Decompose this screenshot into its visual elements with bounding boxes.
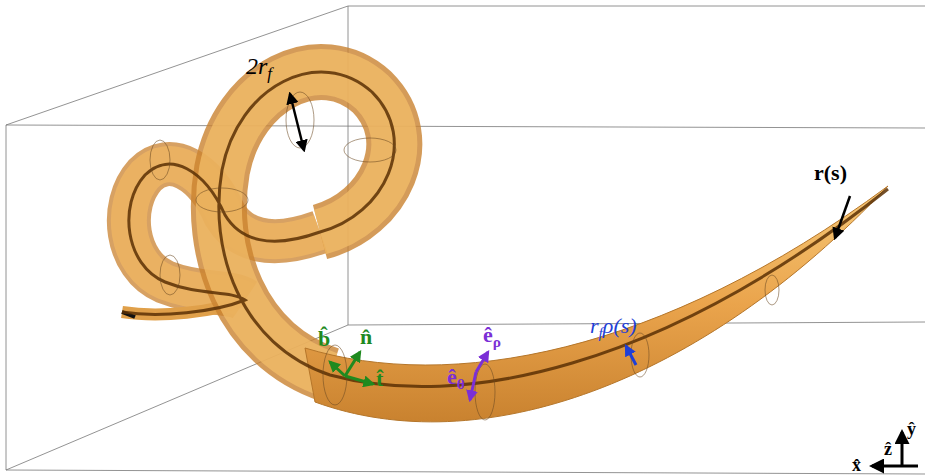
binormal-label: b̂ bbox=[318, 328, 330, 350]
subscript: θ bbox=[457, 375, 465, 392]
radial-unit-label: êρ bbox=[483, 324, 501, 346]
axis-label: ẑ bbox=[884, 440, 892, 458]
tangent-label: t̂ bbox=[376, 368, 383, 390]
local-radius-label: rfρ(s) bbox=[590, 315, 637, 337]
subscript: ρ bbox=[493, 333, 501, 350]
position-label: r(s) bbox=[814, 162, 847, 184]
radius-label: 2rf bbox=[246, 54, 272, 78]
axis-label: ŷ bbox=[907, 420, 916, 438]
subscript: f bbox=[599, 324, 603, 341]
axis-label: x̂ bbox=[852, 456, 861, 474]
subscript: f bbox=[267, 64, 272, 83]
normal-label: n̂ bbox=[360, 326, 372, 348]
angular-unit-label: êθ bbox=[447, 366, 465, 388]
